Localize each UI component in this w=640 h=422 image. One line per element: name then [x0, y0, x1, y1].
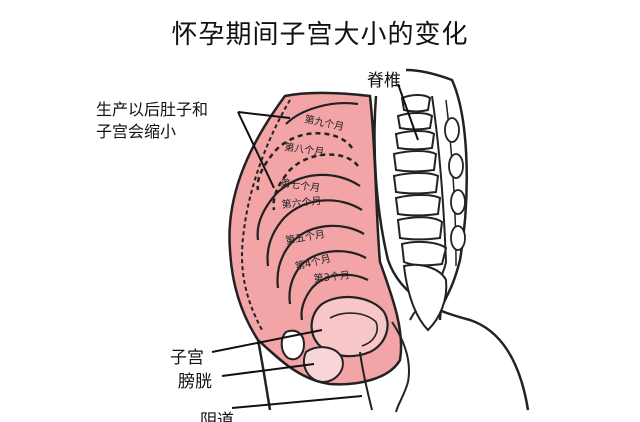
rectum	[391, 321, 410, 413]
postpartum-dashed-outline	[241, 99, 291, 331]
month-arcs	[256, 102, 369, 321]
uterus-inner	[329, 312, 378, 347]
spinous-processes	[444, 117, 466, 251]
pointer-lines	[211, 83, 419, 409]
label-uterus: 子宫	[170, 348, 204, 368]
back-contour-2	[405, 68, 468, 321]
label-vagina: 阴道	[200, 411, 234, 422]
front-contour	[256, 339, 272, 411]
label-belly-line-1: 生产以后肚子和	[96, 100, 209, 119]
bladder-shape	[303, 346, 344, 384]
page-title: 怀孕期间子宫大小的变化	[171, 20, 469, 50]
postpartum-dashed-outline-2	[256, 132, 354, 191]
month-label-6: 第六个月	[281, 194, 322, 211]
label-belly-line-2: 子宫会缩小	[96, 122, 177, 141]
label-bladder: 膀胱	[178, 372, 212, 392]
spine-vertebrae	[392, 94, 448, 267]
sacrum	[402, 263, 448, 332]
label-spine: 脊椎	[367, 71, 401, 91]
uterus-shape	[310, 296, 389, 358]
month-label-3: 第3个月	[313, 268, 351, 285]
postpartum-dashed-outline-3	[272, 153, 359, 211]
vagina-canal	[359, 351, 373, 411]
